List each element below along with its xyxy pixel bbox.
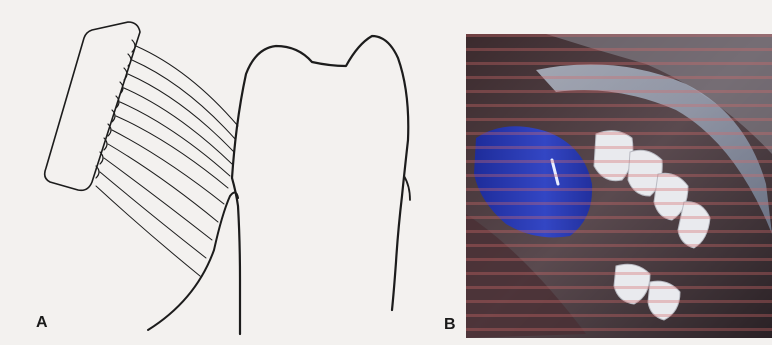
gum-line [148, 192, 238, 330]
panel-label-b: B [444, 316, 456, 334]
tooth-outline [232, 36, 408, 310]
brush-head [45, 22, 140, 190]
toothbrush-tooth-drawing [0, 0, 440, 345]
tooth-neck-left [232, 178, 240, 334]
gum-line-right [404, 176, 410, 200]
panel-label-a: A [36, 314, 48, 332]
toothbrush-mouth-photo [466, 34, 772, 338]
